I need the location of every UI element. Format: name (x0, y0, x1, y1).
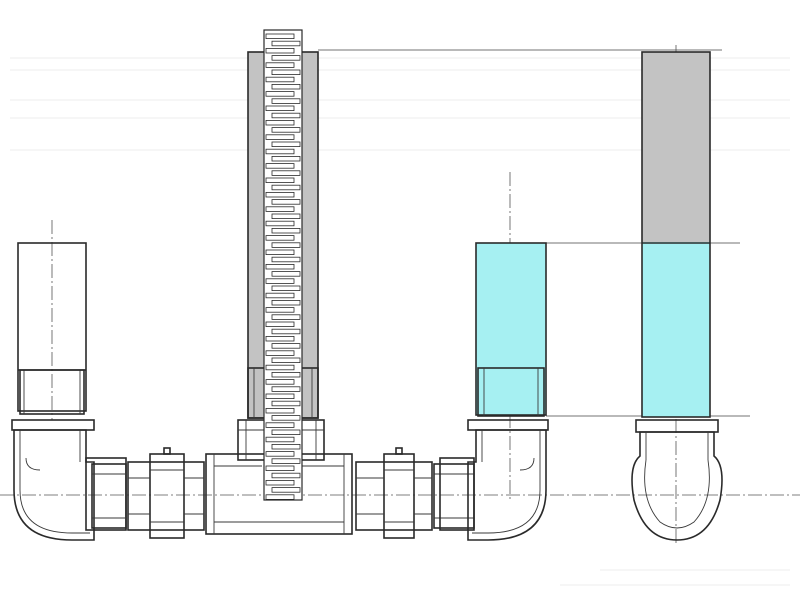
rod-thread (271, 458, 301, 464)
rod-thread (265, 249, 295, 255)
rod-thread (265, 206, 295, 212)
rod-thread (265, 191, 295, 198)
rod-thread (265, 220, 295, 227)
rod-thread (271, 357, 301, 363)
rod-thread (265, 235, 295, 241)
rod-thread (271, 155, 301, 162)
rod-thread (265, 321, 295, 327)
rod-thread (265, 465, 295, 471)
rod-thread (271, 314, 301, 320)
rod-thread (271, 371, 301, 378)
rod-thread (265, 379, 295, 385)
rod-thread (271, 112, 301, 119)
left-nipple (91, 463, 127, 529)
side-view-elbow (631, 419, 723, 541)
rod-thread (271, 285, 301, 291)
rod-thread (271, 487, 301, 493)
rod-thread (271, 213, 301, 219)
rod-thread (271, 227, 301, 234)
rod-thread (265, 91, 295, 97)
rod-thread (271, 69, 301, 75)
rod-thread (265, 148, 295, 155)
rod-thread (271, 170, 301, 176)
rod-thread (271, 98, 301, 104)
rod-thread (265, 177, 295, 183)
rod-thread (265, 292, 295, 299)
right-elbow (439, 419, 549, 541)
rod-thread (271, 386, 301, 392)
water-tube-water (476, 243, 546, 415)
rod-thread (265, 436, 295, 443)
rod-thread (265, 494, 295, 500)
rod-thread (271, 328, 301, 335)
rod-thread (271, 55, 301, 61)
rod-thread (271, 40, 301, 47)
rod-thread (271, 127, 301, 133)
rod-thread (265, 134, 295, 140)
left-union (127, 447, 205, 539)
rod-thread (265, 307, 295, 313)
rod-thread (271, 415, 301, 421)
rod-thread (271, 242, 301, 248)
rod-thread (271, 199, 301, 205)
rod-thread (271, 429, 301, 435)
rod-thread (265, 62, 295, 68)
rod-thread (265, 422, 295, 428)
rod-thread (265, 407, 295, 414)
water-tube (475, 242, 547, 417)
side-tube-water (642, 242, 710, 417)
rod-thread (265, 393, 295, 399)
rod-thread (265, 163, 295, 169)
rod-thread (271, 184, 301, 191)
rod-thread (265, 350, 295, 356)
rod-thread (271, 299, 301, 306)
rod-thread (265, 364, 295, 371)
rod-thread (265, 105, 295, 111)
rod-thread (265, 335, 295, 342)
rod-thread (265, 278, 295, 284)
rod-thread (271, 84, 301, 90)
rod-thread (265, 48, 295, 54)
rod-thread (265, 263, 295, 270)
rod-thread (271, 256, 301, 263)
rod-thread (265, 120, 295, 126)
rod-thread (271, 343, 301, 349)
threaded-rod (263, 29, 303, 501)
rod-thread (265, 479, 295, 486)
rod-thread (271, 400, 301, 407)
left-elbow (11, 419, 127, 541)
rod-thread (271, 271, 301, 277)
rod-thread (271, 141, 301, 147)
right-union (355, 447, 433, 539)
rod-thread (265, 76, 295, 83)
rod-thread (265, 451, 295, 457)
side-tube-air (642, 52, 710, 242)
left-open-tube (17, 242, 87, 415)
rod-thread (271, 443, 301, 450)
rod-thread (271, 472, 301, 479)
side-view-tube (641, 51, 711, 418)
rod-thread (265, 33, 295, 39)
